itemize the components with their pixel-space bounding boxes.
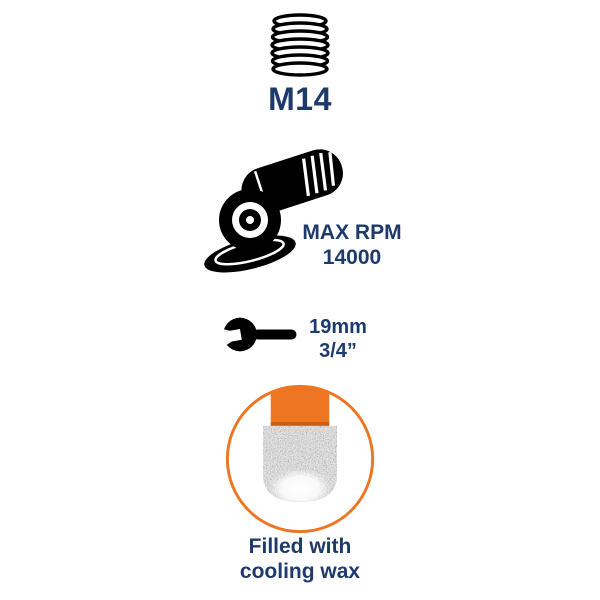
bit-grit-body	[262, 425, 338, 502]
rpm-value: 14000	[322, 246, 382, 270]
wax-caption: Filled with cooling wax	[190, 534, 410, 584]
angle-grinder-icon	[204, 149, 343, 273]
threaded-shank-icon	[270, 13, 330, 77]
wrench-size-inch: 3/4”	[319, 340, 357, 362]
diamond-bit-photo	[225, 384, 375, 534]
max-rpm-text: MAX RPM	[302, 221, 402, 244]
wrench-size-mm: 19mm	[309, 316, 367, 338]
max-rpm-label: MAX RPM 14000	[292, 220, 412, 270]
wax-caption-line1: Filled with	[248, 535, 352, 558]
open-end-wrench-icon	[219, 317, 297, 352]
vent-slots	[302, 152, 336, 197]
thread-size-label: M14	[268, 81, 332, 117]
bit-collar	[270, 386, 330, 426]
cooling-wax-highlight	[268, 468, 332, 502]
wrench-size-label: 19mm 3/4”	[288, 315, 388, 363]
wax-caption-line2: cooling wax	[239, 560, 361, 584]
grinder-head	[219, 189, 281, 251]
